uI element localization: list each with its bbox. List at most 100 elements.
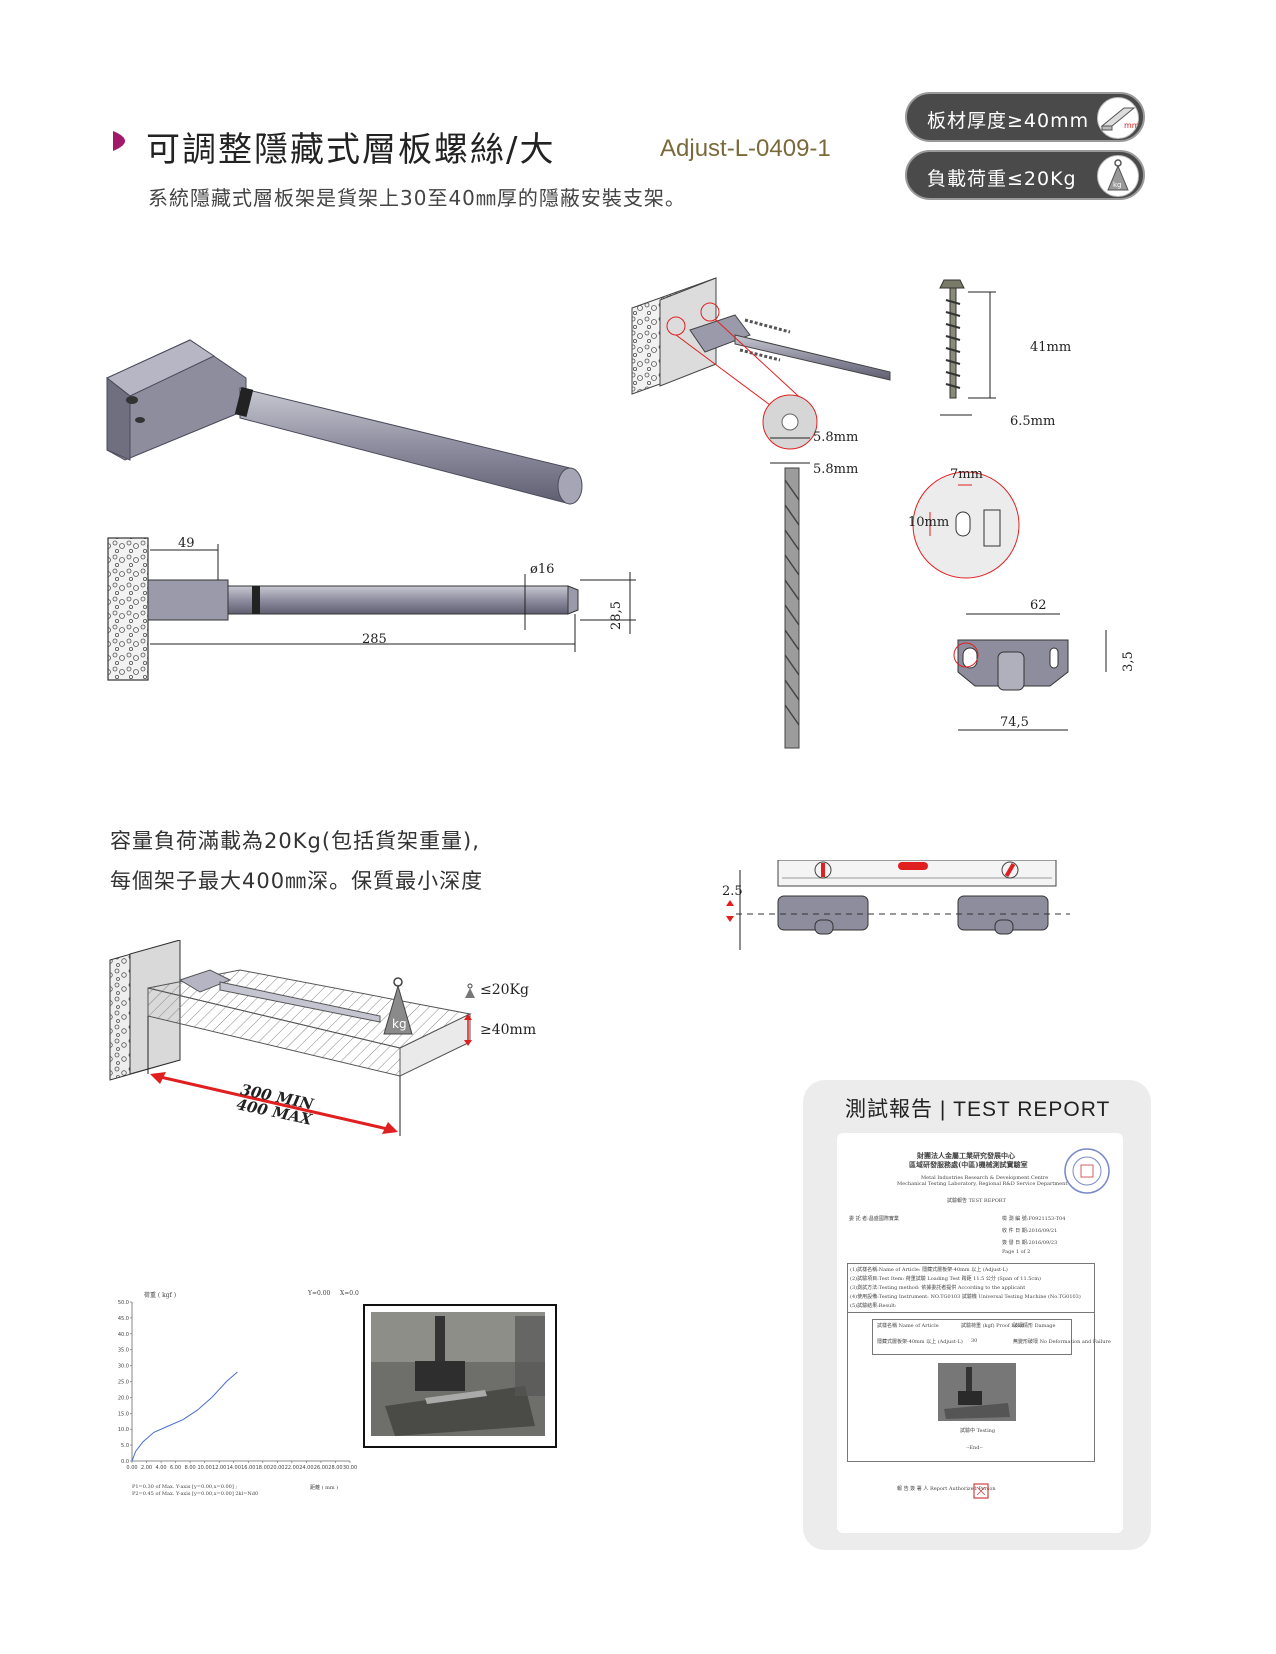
dim-screw-41: 41mm [1030, 340, 1072, 355]
chart-y-tick-label: 10.0 [118, 1427, 129, 1433]
chart-y-tick-label: 15.0 [118, 1411, 129, 1417]
report-table-h3: 破壞情形 Damage [1013, 1323, 1056, 1329]
report-result-box: 試樣名稱 Name of Article 試驗荷重 (kgf) Proof Lo… [847, 1311, 1111, 1462]
chart-y-tick-label: 5.0 [121, 1443, 129, 1449]
drill-bit [770, 437, 810, 749]
chart-x-tick-label: 4.00 [155, 1465, 166, 1471]
chart-footnote-1: P1=0.30 of Max. Y-axis [y=0.00,x=0.00] ; [132, 1484, 238, 1490]
report-table-h2: 試驗荷重 (kgf) Proof Load [961, 1323, 1024, 1329]
load-diagram [109, 940, 472, 1136]
capacity-line-1: 容量負荷滿載為20Kg(包括貨架重量), [110, 829, 480, 853]
chart-x-tick-label: 24.00 [299, 1465, 313, 1471]
chart-x-tick-label: 20.00 [270, 1465, 284, 1471]
technical-drawings [106, 277, 1107, 749]
thickness-badge-label: 板材厚度≥40mm [927, 110, 1090, 132]
dim-49: 49 [178, 536, 195, 551]
report-app-no: 檢 測 編 號:F0921153-T04 [1002, 1216, 1066, 1222]
test-photo-frame [363, 1304, 557, 1448]
page-subtitle: 系統隱藏式層板架是貨架上30至40㎜厚的隱蔽安裝支架。 [148, 186, 686, 210]
chart-x-tick-label: 10.00 [198, 1465, 212, 1471]
chart-x-tick-label: 16.00 [241, 1465, 255, 1471]
load-kg-label: kg [392, 1017, 407, 1031]
chart-title: 荷重 ( kgf ) [144, 1292, 177, 1299]
dim-plate-3-5: 3,5 [1120, 651, 1136, 672]
report-seal-icon [1064, 1148, 1110, 1194]
capacity-line-2: 每個架子最大400㎜深。保質最小深度 [110, 869, 484, 893]
thickness-badge: 板材厚度≥40mm mm [905, 92, 1145, 142]
chart-y-tick-label: 35.0 [118, 1348, 129, 1354]
test-report-heading: 測試報告 | TEST REPORT [845, 1098, 1111, 1121]
chart-xlabel: 距離 ( mm ) [310, 1485, 339, 1491]
bracket-3d-view [106, 339, 583, 505]
chart-x-tick-label: 8.00 [185, 1465, 196, 1471]
report-item-2: (2)試驗項目:Test Item: 荷重試驗 Loading Test 跨距 … [850, 1276, 1041, 1282]
load-weight-icon [465, 983, 475, 998]
report-photo-caption: 試驗中 Testing [960, 1428, 996, 1434]
report-org-en2: Mechanical Testing Laboratory, Regional … [897, 1181, 1068, 1187]
chart-x-tick-label: 30.00 [343, 1465, 357, 1471]
chart-y-tick-label: 20.0 [118, 1395, 129, 1401]
chart-header-y: Y=0.00 [308, 1290, 331, 1297]
chart-x-tick-label: 28.00 [328, 1465, 342, 1471]
report-title: 試驗報告 TEST REPORT [947, 1198, 1006, 1204]
load-badge: 負載荷重≤20Kg kg [905, 150, 1145, 200]
report-stamp-icon [973, 1483, 989, 1499]
chart-x-tick-label: 26.00 [314, 1465, 328, 1471]
chart-x-tick-label: 18.00 [256, 1465, 270, 1471]
load-badge-label: 負載荷重≤20Kg [927, 168, 1077, 190]
report-org-cn: 財團法人金屬工業研究發展中心 [917, 1151, 1015, 1160]
level-diagram [726, 860, 1070, 950]
report-signer: 報 告 簽 署 人 Report Authorized Person [897, 1486, 996, 1492]
chart-header-x: X=0.0 [340, 1290, 359, 1297]
chart-x-tick-label: 0.00 [126, 1465, 137, 1471]
test-report-document: 財團法人金屬工業研究發展中心 區域研發服務處(中區)機械測試實驗室 Metal … [837, 1133, 1123, 1533]
install-view [631, 277, 891, 450]
report-org-cn2: 區域研發服務處(中區)機械測試實驗室 [909, 1160, 1028, 1169]
dim-hole-5-8-a: 5.8mm [813, 430, 859, 445]
page-title: 可調整隱藏式層板螺絲/大 [146, 130, 556, 170]
weight-icon-text: kg [1113, 181, 1122, 189]
dim-plate-62: 62 [1030, 598, 1047, 613]
dim-285: 285 [362, 632, 387, 647]
report-table-h1: 試樣名稱 Name of Article [877, 1323, 939, 1329]
bracket-side-elevation [107, 537, 636, 681]
chart-x-tick-label: 2.00 [141, 1465, 152, 1471]
chart-series-line [131, 1371, 238, 1462]
report-org-en: Metal Industries Research & Development … [921, 1175, 1049, 1181]
dim-plate-74-5: 74,5 [1000, 715, 1029, 730]
board-thickness-icon: mm [1097, 97, 1140, 139]
chart-footnote-2: P2=0.45 of Max. Y-axis [y=0.00,x=0.00] 2… [132, 1491, 259, 1497]
report-item-3: (3)測試方法:Testing method: 依據委託者提供 Accordin… [850, 1285, 1026, 1291]
chart-y-tick-label: 50.0 [118, 1300, 129, 1306]
report-test-photo [938, 1363, 1016, 1421]
report-items-box: (1)試樣名稱:Name of Article: 隱藏式層板架-40mm 以上 … [847, 1263, 1095, 1313]
screw-drawing [939, 279, 996, 416]
level-dim-2-5: 2.5 [722, 884, 743, 899]
chart-y-tick-label: 45.0 [118, 1316, 129, 1322]
chart-y-tick-label: 0.0 [121, 1459, 129, 1465]
report-item-1: (1)試樣名稱:Name of Article: 隱藏式層板架-40mm 以上 … [850, 1267, 1008, 1273]
model-number: Adjust-L-0409-1 [660, 135, 831, 162]
report-table-c1: 隱藏式層板架-40mm 以上 (Adjust-L) [877, 1339, 963, 1345]
test-photo [371, 1312, 545, 1436]
chart-x-tick-label: 14.00 [227, 1465, 241, 1471]
report-result-table: 試樣名稱 Name of Article 試驗荷重 (kgf) Proof Lo… [872, 1319, 1111, 1355]
report-page: Page 1 of 2 [1002, 1249, 1031, 1255]
title-marker-icon [113, 131, 125, 151]
report-applicant: 委 託 者:昌盛國際實業 [849, 1216, 899, 1222]
chart-x-tick-label: 6.00 [170, 1465, 181, 1471]
chart-x-tick-label: 22.00 [285, 1465, 299, 1471]
load-weight-label: ≤20Kg [480, 982, 529, 998]
report-received: 收 件 日 期:2016/09/21 [1002, 1228, 1058, 1234]
report-table-c3: 無變形破壞 No Deformation and Failure [1013, 1339, 1111, 1345]
dim-hole-5-8-b: 5.8mm [813, 462, 859, 477]
dim-screw-6-5: 6.5mm [1010, 414, 1056, 429]
chart-x-tick-label: 12.00 [212, 1465, 226, 1471]
report-issued: 簽 發 日 期:2016/09/23 [1002, 1240, 1058, 1246]
dim-slot-height: 10mm [908, 515, 950, 530]
board-thickness-icon-text: mm [1124, 121, 1138, 130]
load-thickness-label: ≥40mm [480, 1022, 537, 1038]
report-table-c2: 30 [971, 1338, 978, 1344]
report-end: --End-- [966, 1445, 983, 1451]
chart-y-tick-label: 40.0 [118, 1332, 129, 1338]
